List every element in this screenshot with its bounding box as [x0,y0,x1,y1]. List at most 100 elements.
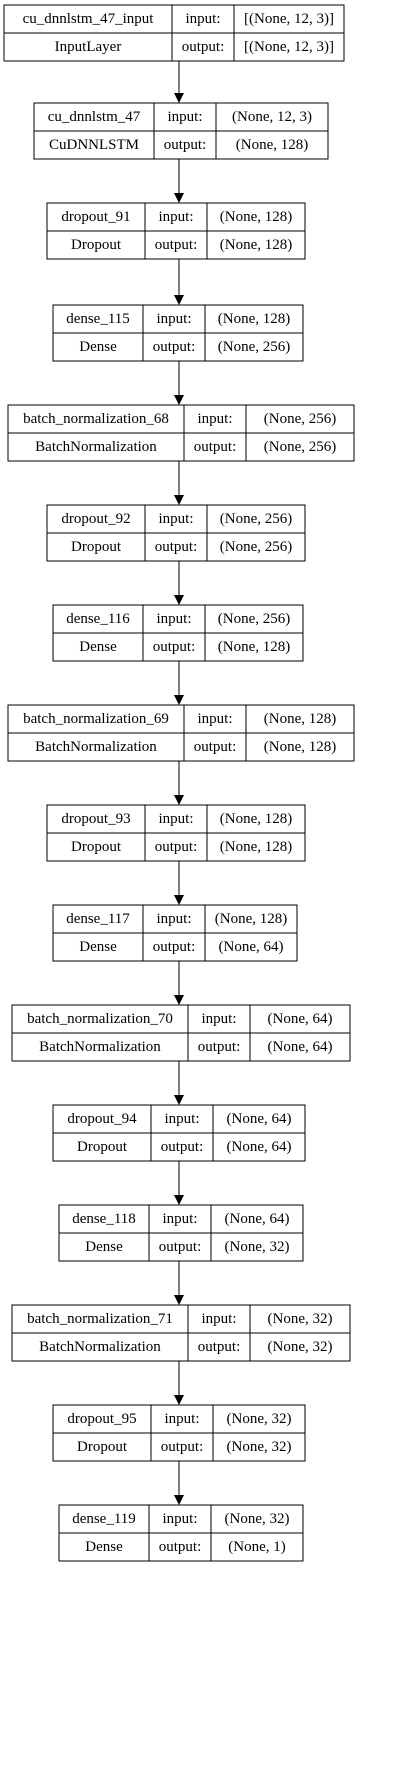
output-label: output: [182,39,225,55]
input-label: input: [162,1211,197,1227]
layer-type: CuDNNLSTM [49,137,139,153]
output-shape: (None, 128) [236,137,308,153]
layer-type: InputLayer [55,39,122,55]
output-label: output: [161,1439,204,1455]
layer-name: dense_115 [66,311,130,327]
input-shape: (None, 128) [220,811,292,827]
layer-name: dropout_95 [67,1411,136,1427]
layer-name: dense_116 [66,611,130,627]
input-label: input: [158,511,193,527]
layer-type: Dropout [77,1439,128,1455]
output-label: output: [198,1339,241,1355]
output-label: output: [159,1539,202,1555]
output-shape: (None, 32) [225,1239,290,1255]
layer-type: Dropout [71,839,122,855]
layer-name: dropout_94 [67,1111,137,1127]
layer-node: batch_normalization_69BatchNormalization… [7,704,355,762]
input-shape: (None, 64) [227,1111,292,1127]
input-shape: [(None, 12, 3)] [244,11,334,27]
input-shape: (None, 32) [227,1411,292,1427]
output-shape: (None, 64) [227,1139,292,1155]
input-label: input: [185,11,220,27]
layer-name: cu_dnnlstm_47_input [23,11,155,27]
output-label: output: [198,1039,241,1055]
layer-type: Dropout [77,1139,128,1155]
layer-name: batch_normalization_70 [27,1011,173,1027]
output-shape: (None, 128) [220,839,292,855]
output-label: output: [153,639,196,655]
layer-name: dense_118 [72,1211,136,1227]
output-label: output: [194,739,237,755]
input-shape: (None, 32) [268,1311,333,1327]
input-label: input: [156,311,191,327]
layer-name: cu_dnnlstm_47 [48,109,141,125]
layer-type: Dense [79,939,117,955]
layer-node: cu_dnnlstm_47CuDNNLSTMinput:output:(None… [33,102,329,160]
output-shape: [(None, 12, 3)] [244,39,334,55]
layer-name: dense_119 [72,1511,136,1527]
output-shape: (None, 1) [228,1539,285,1555]
layer-type: BatchNormalization [39,1039,161,1055]
layer-name: dropout_92 [61,511,130,527]
input-label: input: [197,711,232,727]
layer-type: Dense [85,1239,123,1255]
input-label: input: [164,1111,199,1127]
layer-type: Dense [79,639,117,655]
input-label: input: [158,811,193,827]
layer-type: BatchNormalization [39,1339,161,1355]
input-shape: (None, 64) [225,1211,290,1227]
layer-type: Dropout [71,539,122,555]
input-shape: (None, 32) [225,1511,290,1527]
input-label: input: [158,209,193,225]
layer-node: batch_normalization_71BatchNormalization… [11,1304,351,1362]
input-label: input: [164,1411,199,1427]
layer-name: dropout_91 [61,209,130,225]
output-shape: (None, 256) [264,439,336,455]
output-shape: (None, 128) [218,639,290,655]
output-shape: (None, 64) [268,1039,333,1055]
output-label: output: [194,439,237,455]
output-shape: (None, 128) [220,237,292,253]
output-label: output: [159,1239,202,1255]
input-shape: (None, 128) [218,311,290,327]
input-shape: (None, 256) [220,511,292,527]
layer-name: batch_normalization_68 [23,411,169,427]
input-label: input: [162,1511,197,1527]
layer-name: batch_normalization_71 [27,1311,173,1327]
output-label: output: [153,339,196,355]
input-label: input: [156,611,191,627]
input-shape: (None, 64) [268,1011,333,1027]
layer-name: batch_normalization_69 [23,711,169,727]
output-shape: (None, 64) [219,939,284,955]
output-label: output: [153,939,196,955]
input-shape: (None, 256) [218,611,290,627]
output-label: output: [155,237,198,253]
output-label: output: [164,137,207,153]
layer-type: Dense [79,339,117,355]
output-label: output: [155,539,198,555]
output-shape: (None, 32) [227,1439,292,1455]
layer-name: dense_117 [66,911,130,927]
layer-node: batch_normalization_70BatchNormalization… [11,1004,351,1062]
layer-type: Dense [85,1539,123,1555]
layer-node: batch_normalization_68BatchNormalization… [7,404,355,462]
input-shape: (None, 12, 3) [232,109,312,125]
input-shape: (None, 128) [264,711,336,727]
layer-name: dropout_93 [61,811,130,827]
output-shape: (None, 128) [264,739,336,755]
input-shape: (None, 128) [215,911,287,927]
output-shape: (None, 32) [268,1339,333,1355]
layer-type: Dropout [71,237,122,253]
output-label: output: [161,1139,204,1155]
